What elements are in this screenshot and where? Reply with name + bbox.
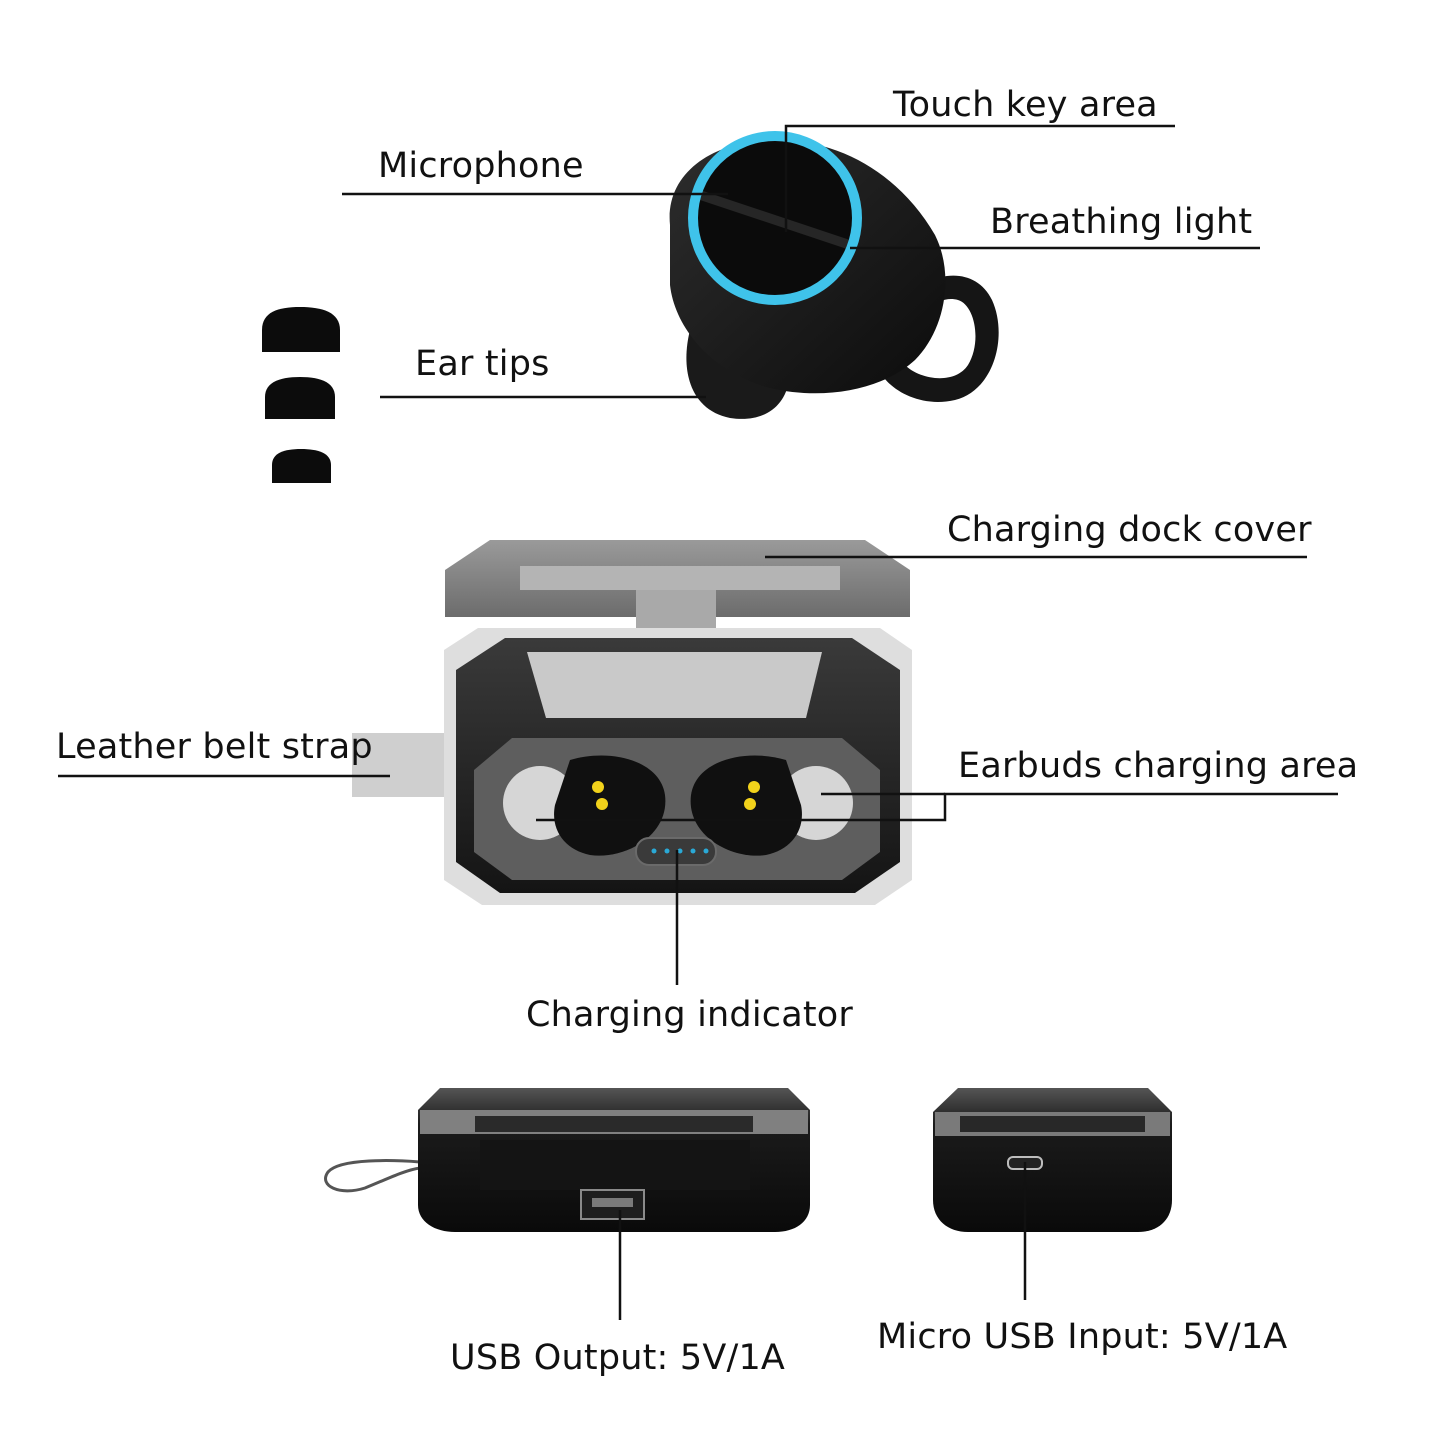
battery-display-window: [527, 652, 822, 718]
label-touch-key-area: Touch key area: [893, 85, 1158, 125]
ear-tip-large: [262, 307, 340, 352]
label-charging-dock-cover: Charging dock cover: [947, 510, 1312, 550]
left-contact-top: [592, 781, 604, 793]
label-micro-usb-input: Micro USB Input: 5V/1A: [877, 1317, 1288, 1357]
leader-lines: [58, 124, 1338, 1320]
earbud-illustration: [669, 131, 999, 419]
open-charging-case: [352, 540, 912, 905]
label-charging-indicator: Charging indicator: [526, 995, 853, 1035]
leader-touch-key-area: [784, 124, 1175, 232]
left-earbud-slot: [554, 755, 666, 856]
closed-case-usb-output-side: [324, 1088, 810, 1232]
right-contact-bottom: [744, 798, 756, 810]
ear-tips-illustration: [262, 307, 340, 483]
lanyard-loop: [324, 1159, 421, 1193]
label-leather-belt-strap: Leather belt strap: [56, 727, 373, 767]
right-contact-top: [748, 781, 760, 793]
label-breathing-light: Breathing light: [990, 202, 1253, 242]
leader-earbuds-charging-area: [536, 792, 1338, 822]
ear-tip-medium: [265, 377, 335, 419]
label-usb-output: USB Output: 5V/1A: [450, 1338, 786, 1378]
label-microphone: Microphone: [378, 146, 584, 186]
ear-tip-small: [272, 449, 331, 483]
leather-belt-strap: [352, 733, 448, 797]
lid-hinge: [636, 590, 716, 630]
label-ear-tips: Ear tips: [415, 344, 550, 384]
label-earbuds-charging-area: Earbuds charging area: [958, 746, 1359, 786]
left-contact-bottom: [596, 798, 608, 810]
breathing-light-ring: [688, 131, 862, 305]
closed-case-micro-usb-side: [933, 1088, 1172, 1232]
